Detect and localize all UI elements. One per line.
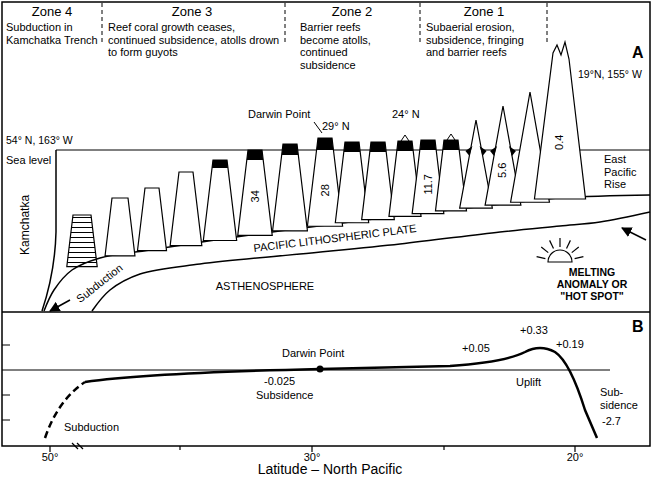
latitude-label: 29° N — [322, 120, 350, 133]
panel-letter: B — [632, 318, 644, 336]
kamchatka-margin — [42, 150, 56, 311]
volcano — [273, 144, 308, 231]
ridge-label: East Pacific Rise — [604, 153, 650, 191]
line-art — [285, 3, 286, 44]
age-number: 5.6 — [497, 162, 510, 177]
subduction-label: Subduction — [74, 261, 125, 305]
rate-value: -2.7 — [602, 415, 621, 428]
rate-value: -0.025 — [264, 375, 295, 388]
line-art — [179, 446, 180, 450]
volcano — [170, 172, 202, 246]
plate-motion-arrow — [622, 228, 646, 240]
zone-heading: Zone 1 — [464, 5, 504, 20]
line-art — [575, 257, 584, 259]
fringing-reef — [490, 146, 497, 156]
volcano — [203, 160, 236, 241]
fringing-reef — [480, 146, 487, 156]
subduction-arrow — [50, 300, 70, 311]
line-art — [537, 257, 546, 259]
line-art — [2, 420, 10, 421]
line-art — [547, 3, 548, 44]
islet — [447, 134, 455, 140]
fringing-reef — [509, 146, 516, 156]
age-number: 0.4 — [554, 134, 567, 149]
volcanoes — [67, 42, 586, 267]
rate-value: +0.05 — [462, 342, 490, 355]
volcano — [105, 198, 135, 256]
hot-spot-symbol — [537, 238, 584, 262]
subduction-label: Subduction — [64, 421, 119, 434]
axis-title: Latitude – North Pacific — [258, 461, 403, 477]
reef-cap — [443, 140, 459, 150]
volcano — [534, 42, 585, 199]
line-art — [548, 250, 572, 262]
zone-description: Barrier reefs become atolls, continued s… — [300, 21, 386, 72]
hot-spot-label: MELTING ANOMALY OR "HOT SPOT" — [542, 266, 642, 302]
line-art — [77, 443, 83, 449]
latitude-label: 24° N — [392, 108, 420, 121]
volcano — [137, 188, 166, 251]
reef-cap — [397, 141, 413, 151]
islet — [401, 135, 409, 141]
rate-value: +0.19 — [556, 338, 584, 351]
reef-cap — [212, 160, 228, 168]
line-art — [420, 3, 421, 44]
line-art — [102, 3, 103, 44]
volcano — [238, 150, 272, 235]
coordinate-label: 19°N, 155° W — [578, 68, 642, 80]
line-art — [541, 247, 548, 253]
y-ticks — [2, 345, 10, 420]
zone-heading: Zone 3 — [172, 5, 212, 20]
rate-value: +0.33 — [520, 324, 548, 337]
reef-cap — [247, 150, 263, 160]
reef-cap — [282, 144, 299, 155]
subsidence-label: Sub- sidence — [600, 386, 646, 411]
reef-cap — [420, 140, 436, 150]
reef-cap — [317, 138, 334, 150]
reef-cap — [370, 142, 386, 152]
leader-line — [314, 122, 322, 133]
axis-tick-label: 50° — [42, 451, 59, 464]
line-art — [537, 238, 584, 259]
x-axis-ticks — [50, 443, 575, 452]
line-art — [2, 345, 10, 346]
zone-description: Subduction in Kamchatka Trench — [6, 21, 100, 46]
frame — [2, 2, 650, 446]
zone-description: Subaerial erosion, subsidence, fringing … — [426, 21, 544, 59]
axis-tick-label: 20° — [567, 451, 584, 464]
sea-level-label: Sea level — [6, 154, 51, 167]
fringing-reef — [465, 146, 472, 156]
reef-cap — [344, 142, 360, 152]
darwin-point-dot — [317, 366, 324, 373]
age-number: 34 — [249, 190, 262, 202]
zone-description: Reef coral growth ceases, continued subs… — [108, 21, 280, 59]
age-number: 28 — [319, 184, 332, 196]
line-art — [443, 446, 444, 450]
line-art — [572, 247, 579, 253]
subsidence-label: Subsidence — [256, 389, 314, 402]
coordinate-label: 54° N, 163° W — [6, 134, 73, 146]
panel-divider — [2, 311, 650, 313]
panel-letter: A — [632, 44, 644, 62]
age-number: 11.7 — [422, 174, 435, 195]
darwin-point-label: Darwin Point — [282, 347, 344, 360]
place-label: Kamchatka — [19, 195, 33, 255]
line-art — [550, 240, 554, 248]
zone-heading: Zone 2 — [332, 5, 372, 20]
uplift-label: Uplift — [516, 376, 541, 389]
line-art — [567, 240, 571, 248]
asthenosphere-label: ASTHENOSPHERE — [216, 280, 314, 293]
line-art — [559, 238, 560, 247]
line-art — [2, 395, 10, 396]
zone-heading: Zone 4 — [32, 5, 72, 20]
darwin-point-label: Darwin Point — [248, 108, 310, 121]
vertical-motion-curve — [85, 348, 597, 438]
volcano — [67, 215, 97, 267]
